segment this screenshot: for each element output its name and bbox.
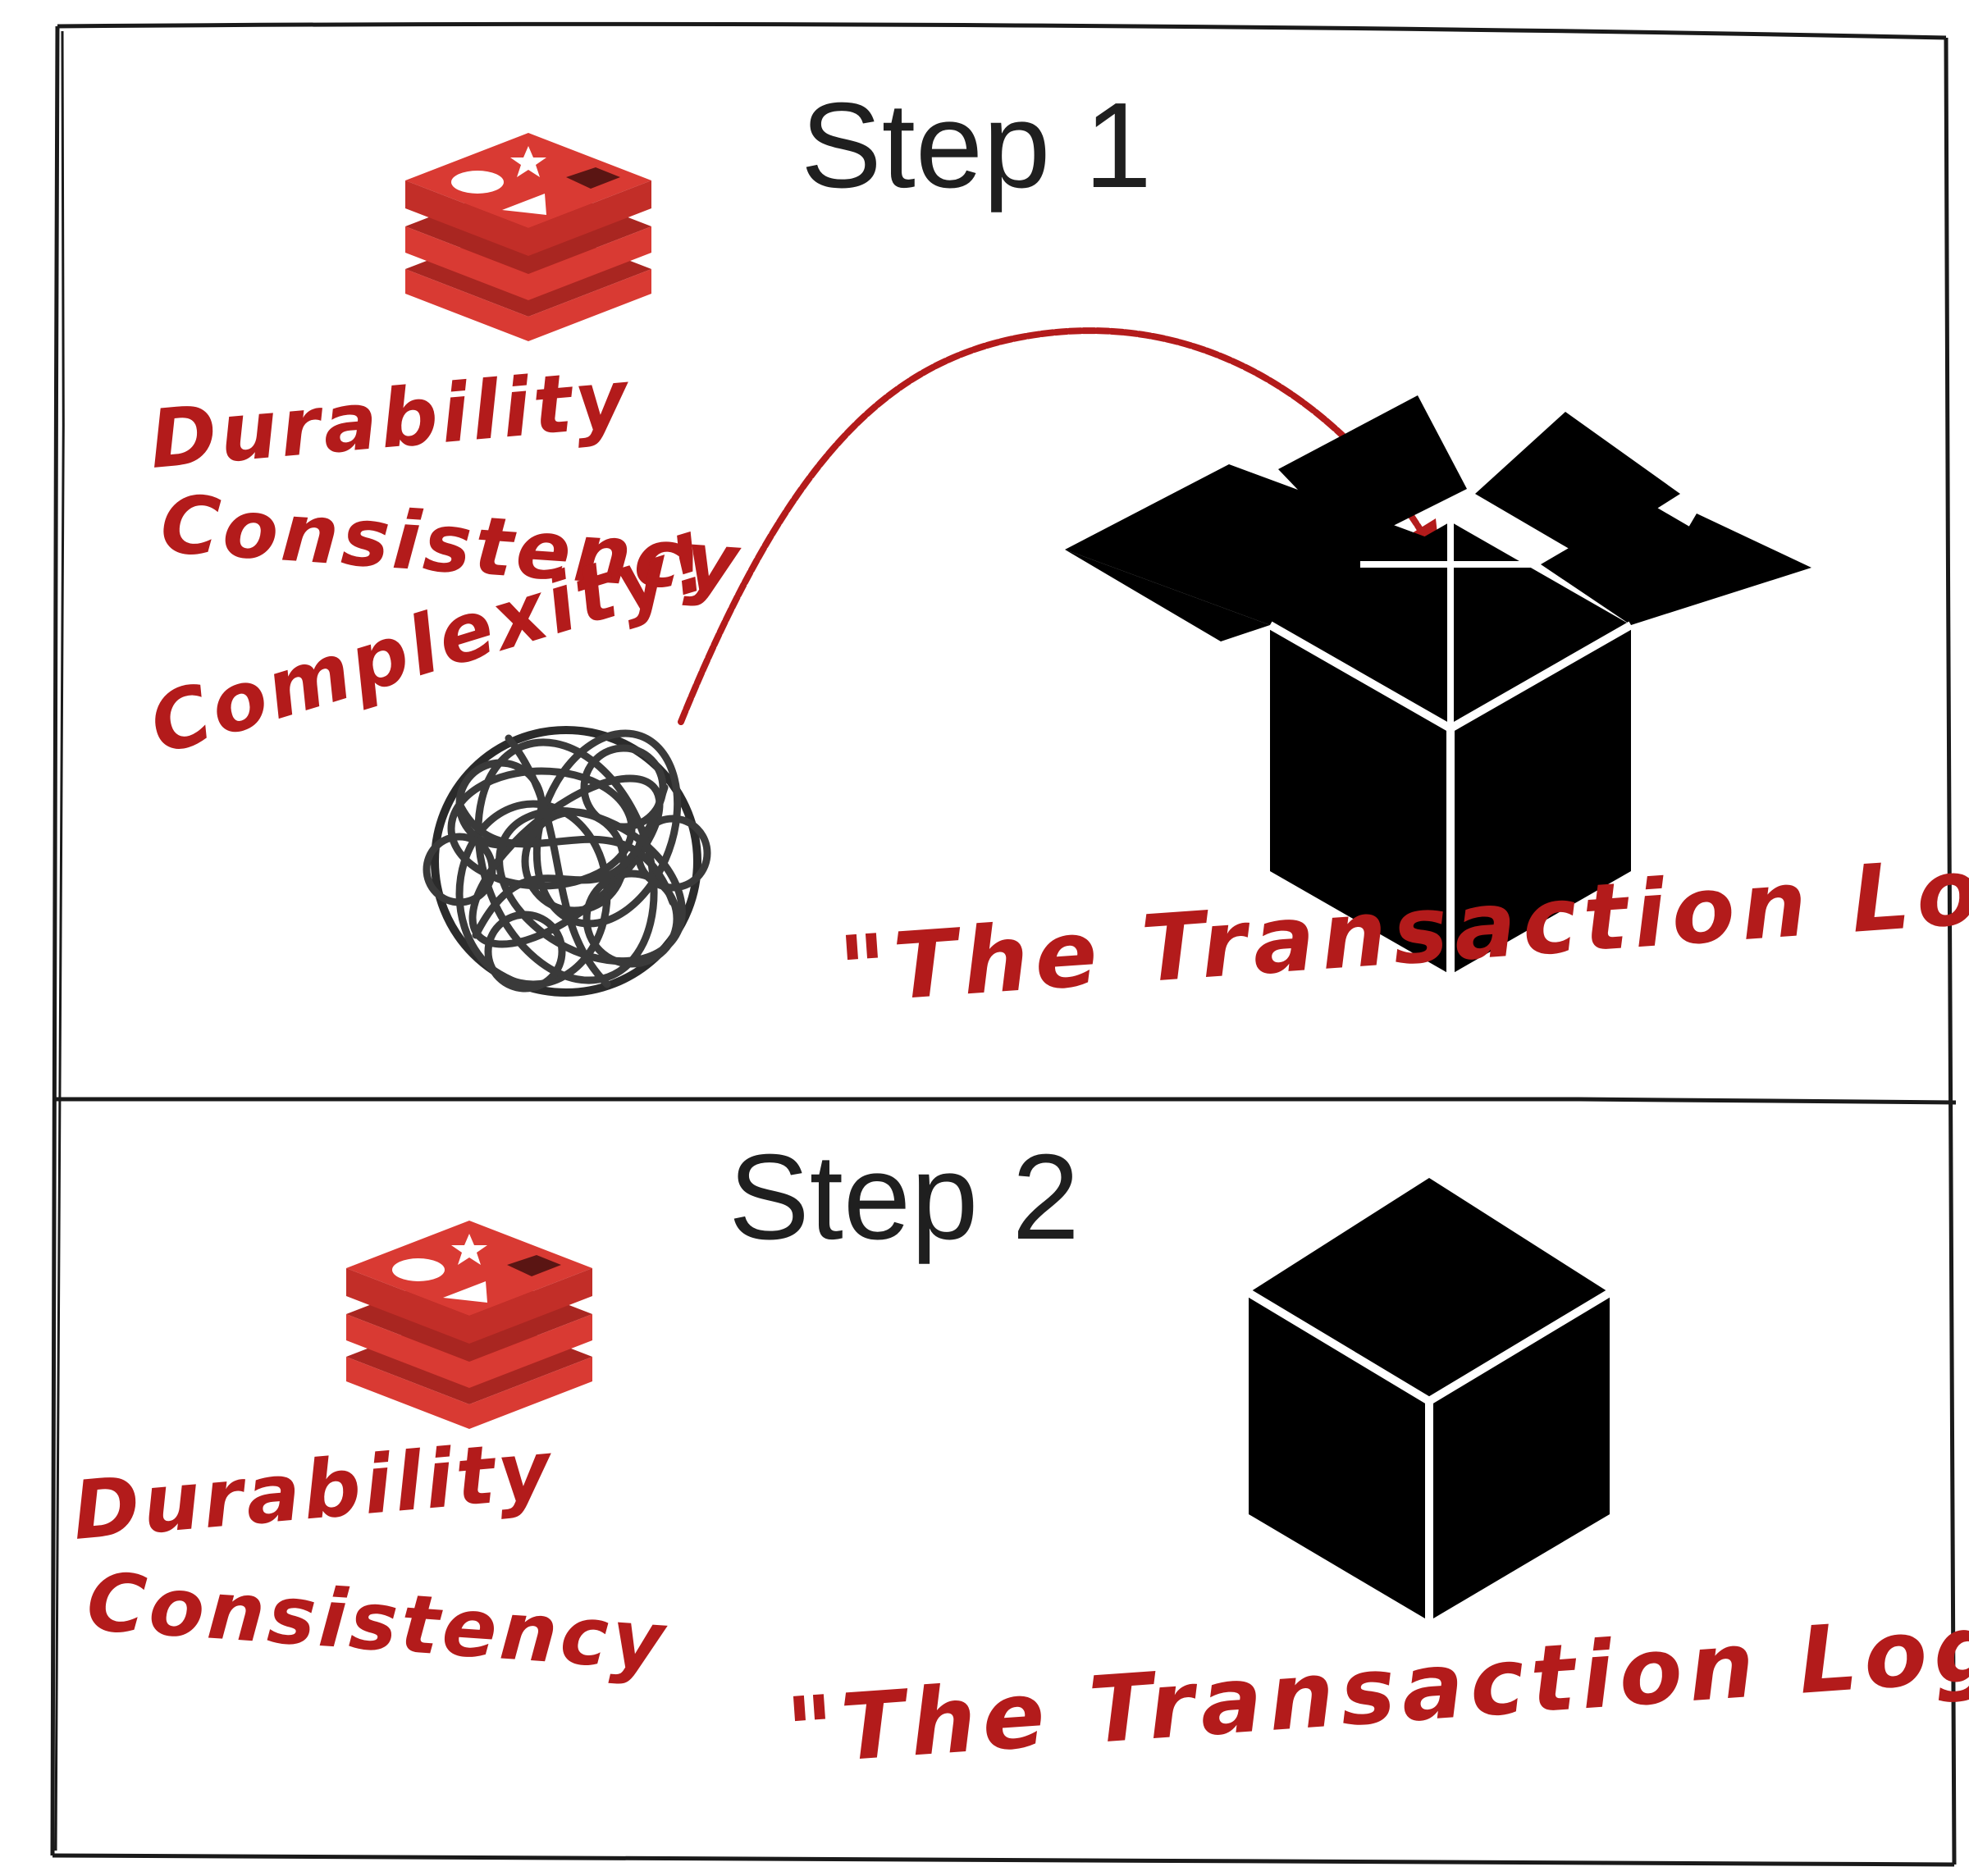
step-1-title: Step 1 — [801, 78, 1152, 213]
step-2-title: Step 2 — [729, 1130, 1080, 1265]
step-1-label-durability: Durability — [146, 352, 634, 487]
step-2-label-durability: Durability — [69, 1423, 557, 1559]
step-2-box-label: "The Transaction Log" — [783, 1591, 1969, 1786]
step-2-panel: Step 2 Durability Consistency "The Trans… — [69, 1130, 1969, 1786]
tangled-knot-icon — [423, 726, 711, 997]
step-divider — [53, 1094, 1957, 1105]
redis-stack-icon — [346, 1221, 592, 1429]
step-2-label-consistency: Consistency — [84, 1555, 670, 1689]
closed-cube-icon — [1249, 1178, 1610, 1621]
redis-stack-icon — [405, 133, 651, 341]
step-1-panel: Step 1 Durability Consistency Complexity… — [139, 78, 1969, 1025]
